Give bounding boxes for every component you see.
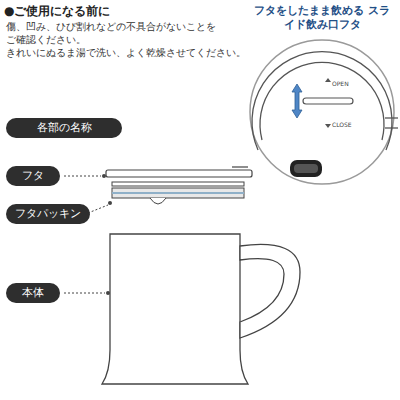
leader-lines [64,176,108,293]
drinking-opening [290,160,322,177]
section-badge: 各部の名称 [6,118,122,138]
lid-plate [106,170,252,177]
slider-label: CLOSE [332,121,372,129]
callout-text: フタをしたまま飲める スライド飲み口フタ [252,4,392,32]
badge-text: フタ [14,169,52,183]
lid-rim [252,52,392,150]
open-mark [325,78,331,82]
badge-text: 本体 [14,286,52,300]
leader-dot [102,174,106,178]
slider-slot [303,98,353,104]
section-heading: ●ご使用になる前に [4,4,264,19]
gasket-stripe [112,192,244,194]
part-name-badge: フタ [6,166,60,186]
lid-lower [112,182,244,186]
badge-text: フタパッキン [14,207,82,221]
leader-line [88,205,108,213]
leader-dots [102,174,112,295]
leader-dot [106,291,110,295]
close-mark [325,124,331,128]
mug-outline [102,234,248,384]
mug-handle [240,244,300,338]
handle-line [385,117,398,118]
zoom-circle [250,40,394,184]
drinking-opening-inner [294,164,318,173]
leader-line [64,176,101,177]
part-name-badge: フタパッキン [6,204,90,224]
leader-dot [108,201,112,205]
leader-line [64,293,105,294]
badge-text: 各部の名称 [14,121,114,135]
slider-label: OPEN [332,80,372,88]
lid-knob [150,198,166,204]
lid [106,167,252,204]
lid-top-edge [260,62,384,140]
slide-arrow [292,84,302,118]
note-text: きれいにぬるま湯で洗い、よく乾燥させてください。 [6,47,256,60]
mug-body [102,234,300,384]
lid-slider-top [232,166,248,167]
lid-gasket [112,188,244,198]
part-name-badge: 本体 [6,283,60,303]
handle-line [385,127,398,128]
lid-zoom [250,40,398,184]
note-text: 傷、凹み、ひび割れなどの不具合がないことを ご確認ください。 [6,21,228,46]
